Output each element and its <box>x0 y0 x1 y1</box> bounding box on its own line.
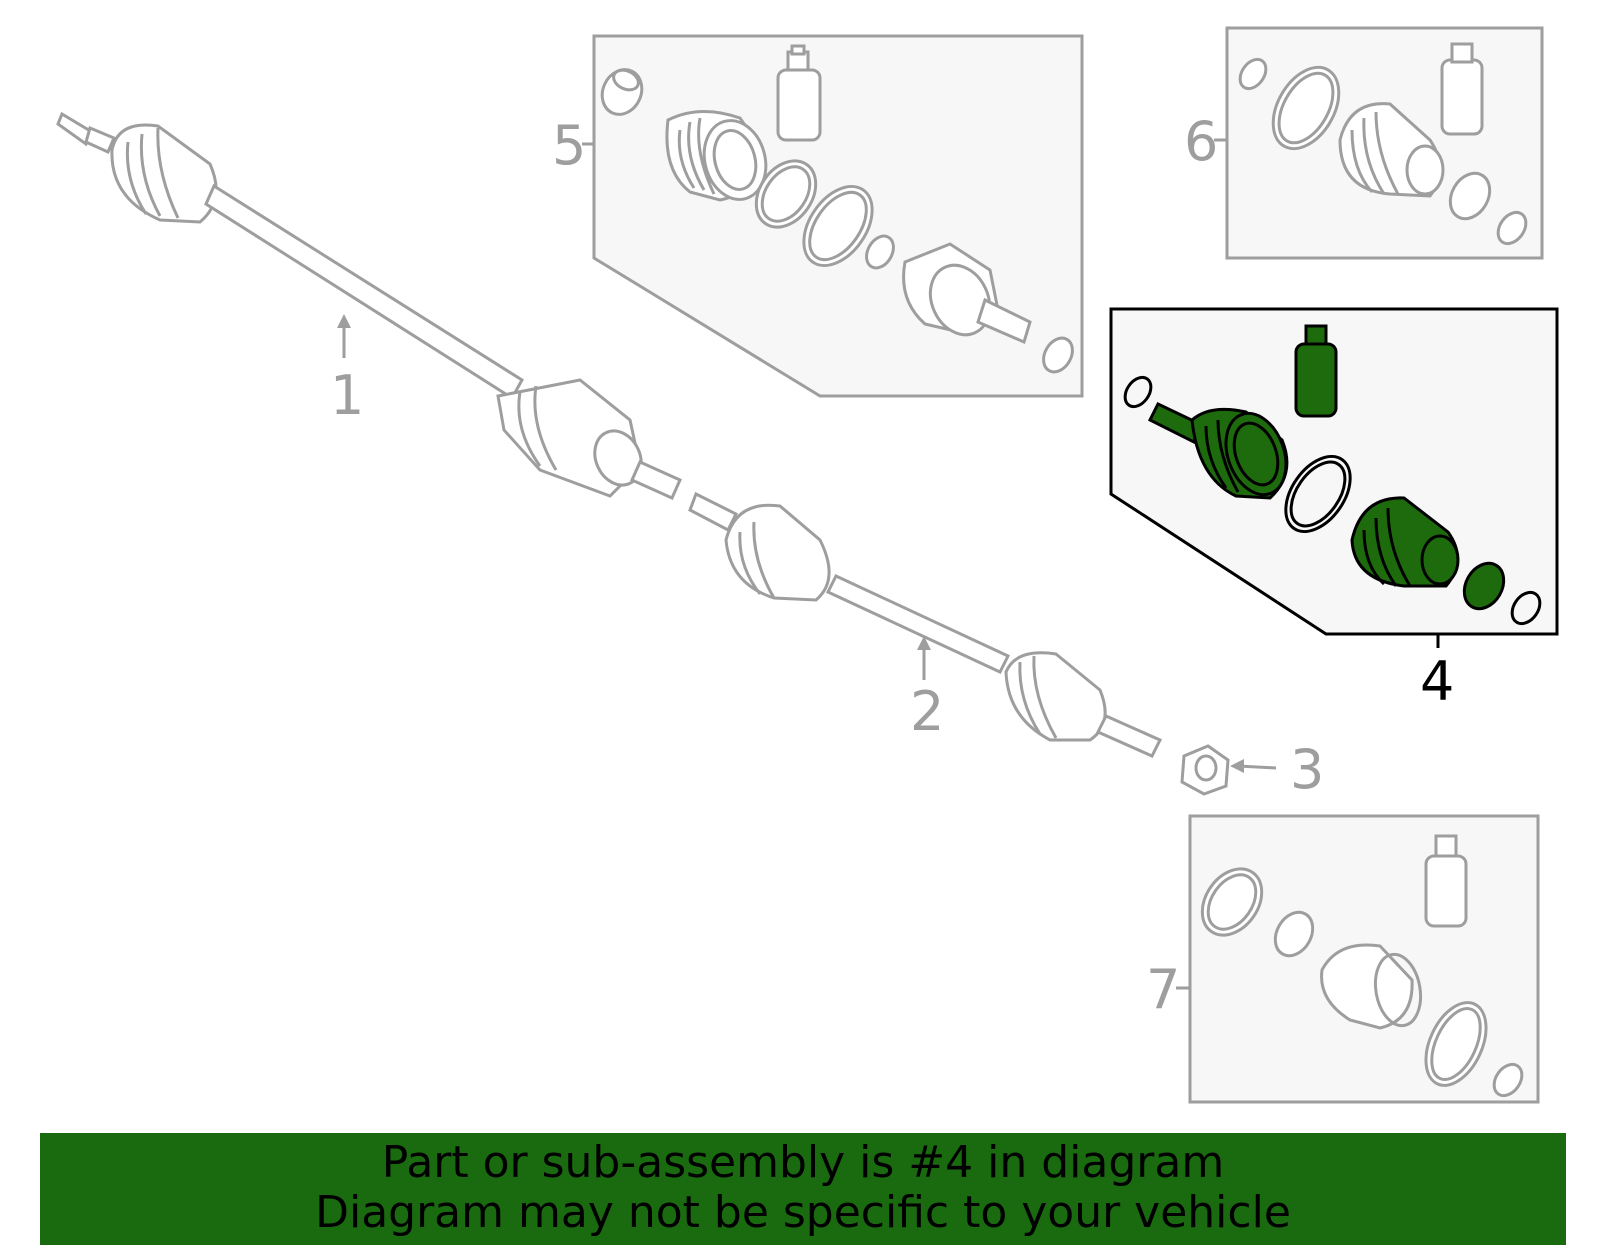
callout-4: 4 <box>1420 650 1454 713</box>
callout-7: 7 <box>1146 958 1180 1021</box>
panel-6-boot-kit <box>1225 26 1544 260</box>
panel-5-boot-kit <box>592 34 1084 398</box>
shaft-1 <box>56 111 682 500</box>
callout-1: 1 <box>330 364 364 427</box>
banner-line-disclaimer: Diagram may not be specific to your vehi… <box>315 1187 1291 1238</box>
shaft-2 <box>688 491 1163 758</box>
callout-6: 6 <box>1184 110 1218 173</box>
callout-2: 2 <box>910 680 944 743</box>
panel-7-boot-kit <box>1188 814 1540 1104</box>
callout-5: 5 <box>552 114 586 177</box>
banner-line-part: Part or sub-assembly is #4 in diagram <box>381 1137 1225 1188</box>
axle-nut-3 <box>1180 744 1230 796</box>
panel-4-joint-kit <box>1109 307 1559 636</box>
info-banner: Part or sub-assembly is #4 in diagram Di… <box>40 1133 1566 1245</box>
callout-3: 3 <box>1290 738 1324 801</box>
leader-lines <box>337 138 1277 990</box>
